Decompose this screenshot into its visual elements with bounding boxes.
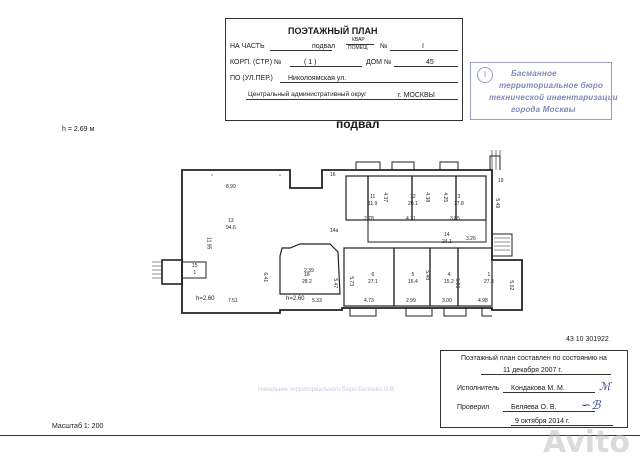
city-value: г. МОСКВЫ <box>398 92 435 99</box>
checker-label: Проверил <box>457 404 490 411</box>
avito-watermark: Avito <box>543 425 630 460</box>
dim-8-99: 8.99 <box>226 184 236 190</box>
dim-5-49: 5.49 <box>494 198 501 209</box>
bti-stamp: I Басманное территориальное бюро техниче… <box>470 62 618 120</box>
header-box: ПОЭТАЖНЫЙ ПЛАН НА ЧАСТЬ подвал КВАР ПОМЕ… <box>225 18 463 121</box>
dim-4-25: 4.25 <box>442 192 449 203</box>
street-value: Николоямская ул. <box>288 75 347 82</box>
dim-3-26: 3.26 <box>466 236 476 242</box>
checker-signature: ∽ℬ <box>581 398 601 412</box>
dim-7-51: 7.51 <box>228 298 238 304</box>
kvar-label-bottom: ПОМЕЩ <box>348 45 368 51</box>
korp-value: ( 1 ) <box>304 59 317 66</box>
dim-3-00: 3.00 <box>442 298 452 304</box>
dim-6-41: 6.41 <box>262 272 269 283</box>
stamp-line-4: города Москвы <box>511 105 576 114</box>
info-box: Поэтажный план составлен по состоянию на… <box>440 350 628 428</box>
stamp-line-3: технической инвентаризации <box>489 93 618 102</box>
floor-title: подвал <box>336 117 380 131</box>
dim-2-78: 2.78 <box>364 216 374 222</box>
dim-4-38: 4.38 <box>424 192 431 203</box>
executor-label: Исполнитель <box>457 385 500 392</box>
kvar-label-top: КВАР <box>352 37 365 43</box>
dim-5-06: 5.06 <box>454 278 461 289</box>
district-value: Центральный административный округ <box>248 91 367 98</box>
dom-label: ДОМ № <box>366 59 392 66</box>
height-note: h = 2.69 м <box>62 126 95 133</box>
room-height-mid: h=2.60 <box>286 296 305 302</box>
stamp-line-1: Басманное <box>511 69 557 78</box>
dim-4-71: 4.71 <box>406 216 416 222</box>
info-line-1: Поэтажный план составлен по состоянию на <box>461 355 607 362</box>
korp-label: КОРП. (СТР.) № <box>230 59 282 66</box>
dim-5-02: 5.02 <box>508 280 515 291</box>
executor-value: Кондакова М. М. <box>511 385 565 392</box>
na-chast-label: НА ЧАСТЬ <box>230 43 265 50</box>
plan-title: ПОЭТАЖНЫЙ ПЛАН <box>288 26 378 36</box>
dim-5-47: 5.47 <box>332 278 339 289</box>
info-date-1: 11 декабря 2007 г. <box>503 367 563 374</box>
room-height-left: h=2.60 <box>196 296 215 302</box>
faint-stamp-text: Начальник территориального бюро Беляева … <box>258 387 396 393</box>
dim-4-73: 4.73 <box>364 298 374 304</box>
dim-5-48: 5.48 <box>424 270 431 281</box>
info-date-2: 9 октября 2014 г. <box>515 418 570 425</box>
na-chast-value: подвал <box>312 43 336 50</box>
checker-value: Беляева О. В. <box>511 404 557 411</box>
floor-plan-drawing <box>152 150 523 317</box>
dim-2-39: 2.39 <box>304 268 314 274</box>
kvar-value: № <box>380 43 388 50</box>
dim-11-95: 11.95 <box>205 237 212 250</box>
room-19: 19 <box>498 178 504 184</box>
stamp-line-2: территориальное бюро <box>499 81 604 90</box>
dim-3-85: 3.85 <box>450 216 460 222</box>
room-14a: 14а <box>330 228 339 234</box>
executor-signature: ℳ <box>599 380 611 393</box>
kvar-num: I <box>422 43 424 50</box>
dim-2-99: 2.99 <box>406 298 416 304</box>
stamp-circle: I <box>477 67 493 83</box>
bottom-rule <box>0 435 640 436</box>
dim-5-73: 5.73 <box>348 276 355 287</box>
street-label: ПО (УЛ.ПЕР.) <box>230 75 273 82</box>
inventory-number: 43 10 301922 <box>566 336 609 343</box>
dim-4-37: 4.37 <box>382 192 389 203</box>
dom-value: 45 <box>426 59 434 66</box>
room-16: 16 <box>330 172 336 178</box>
dim-5-33: 5.33 <box>312 298 322 304</box>
scale-label: Масштаб 1: 200 <box>52 423 104 430</box>
dim-4-98: 4.98 <box>478 298 488 304</box>
